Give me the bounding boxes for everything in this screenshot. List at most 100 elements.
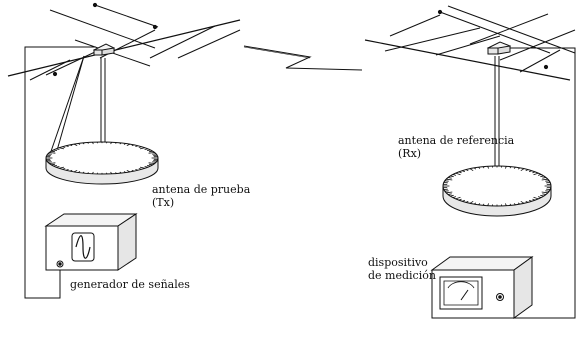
turntable-tick: [59, 148, 64, 149]
turntable-tick: [120, 172, 121, 173]
turntable-tick: [540, 176, 544, 177]
turntable-tick: [120, 143, 121, 144]
turntable-tick: [124, 144, 126, 145]
turntable-tick: [62, 147, 65, 148]
turntable-tick: [83, 172, 84, 173]
turntable-tick: [470, 201, 473, 203]
turntable-tick: [483, 204, 484, 205]
turntable-tick: [116, 172, 117, 173]
turntable-tick: [534, 173, 539, 175]
turntable-tick: [459, 199, 462, 200]
turntable-tick: [56, 149, 59, 150]
test-antenna-label-line2: (Tx): [152, 196, 175, 209]
turntable-tick: [446, 179, 452, 180]
test-antenna-label-line1: antena de prueba: [152, 183, 251, 196]
turntable-tick: [456, 173, 461, 175]
turntable-tick: [140, 148, 145, 149]
turntable-tick: [529, 171, 532, 172]
turntable-tick: [56, 167, 59, 168]
turntable-tick: [510, 167, 511, 168]
turntable-tick: [474, 168, 476, 169]
turntable-tick: [483, 167, 484, 168]
turntable-tick: [466, 201, 468, 202]
turntable-tick: [514, 167, 515, 168]
turntable-tick: [51, 151, 55, 152]
turntable-tick: [529, 200, 532, 201]
turntable-tick: [66, 146, 69, 147]
turntable-tick: [92, 142, 93, 144]
turntable-tick: [139, 147, 142, 148]
rx-antenna: [365, 6, 575, 186]
turntable-tick: [147, 165, 151, 166]
measurement-device-label-line1: dispositivo: [368, 256, 428, 269]
measurement-device[interactable]: [432, 257, 532, 318]
turntable-tick: [88, 172, 89, 173]
turntable-tick: [538, 197, 541, 198]
turntable-tick: [532, 199, 535, 200]
turntable-tick: [534, 197, 539, 199]
turntable-tick: [518, 203, 520, 204]
turntable-tick: [450, 176, 454, 177]
turntable-tick: [139, 169, 142, 170]
turntable-tick: [514, 203, 515, 204]
turntable-tick: [66, 169, 69, 170]
turntable-tick: [78, 172, 80, 173]
turntable-tick: [149, 153, 155, 154]
tx-cable: [25, 47, 96, 298]
turntable-tick: [127, 144, 130, 146]
turntable-tick: [149, 163, 155, 164]
turntable-tick: [70, 170, 72, 171]
turntable-tick: [540, 195, 544, 196]
reference-antenna-label-line2: (Rx): [398, 147, 422, 160]
turntable-tick: [116, 143, 117, 144]
turntable-tick: [466, 170, 468, 171]
turntable-tick: [521, 201, 524, 203]
turntable-tick: [88, 143, 89, 144]
turntable-tick: [140, 167, 145, 168]
turntable-tick: [532, 172, 535, 173]
turntable-tick: [149, 151, 153, 152]
measurement-device-label: dispositivo de medición: [368, 256, 436, 282]
turntable-tick: [518, 168, 520, 169]
turntable-tick: [54, 150, 58, 151]
turntable-tick: [453, 175, 456, 176]
turntable-tick: [488, 166, 489, 168]
turntable-tick: [54, 165, 58, 166]
turntable-tick: [124, 172, 126, 173]
turntable-tick: [456, 197, 461, 199]
turntable-tick: [542, 178, 546, 179]
turntable-tick: [51, 164, 55, 165]
turntable-tick: [542, 192, 548, 193]
reference-antenna-label-line1: antena de referencia: [398, 134, 515, 147]
signal-generator-label-text: generador de señales: [70, 278, 190, 291]
turntable-tick: [74, 170, 77, 172]
rx-turntable: [443, 166, 551, 216]
turntable-tick: [542, 194, 546, 195]
turntable-tick: [135, 146, 138, 147]
turntable-tick: [462, 171, 465, 172]
turntable-tick: [505, 203, 506, 205]
turntable-tick: [147, 150, 151, 151]
turntable-tick: [135, 169, 138, 170]
turntable-tick: [521, 169, 524, 171]
zigzag-radio-link-icon: [244, 46, 362, 70]
turntable-tick: [59, 167, 64, 168]
turntable-tick: [470, 169, 473, 171]
turntable-tick: [145, 149, 148, 150]
measurement-device-label-line2: de medición: [368, 269, 436, 282]
turntable-tick: [538, 175, 541, 176]
turntable-tick: [448, 194, 452, 195]
tx-turntable: [46, 142, 158, 184]
turntable-tick: [70, 145, 72, 146]
signal-generator[interactable]: [46, 214, 136, 270]
turntable-tick: [462, 200, 465, 201]
turntable-tick: [62, 169, 65, 170]
turntable-tick: [474, 203, 476, 204]
turntable-tick: [49, 163, 55, 164]
turntable-tick: [526, 201, 528, 202]
turntable-tick: [111, 142, 112, 144]
reference-antenna-label: antena de referencia (Rx): [398, 134, 514, 160]
turntable-tick: [132, 170, 134, 171]
turntable-tick: [542, 179, 548, 180]
